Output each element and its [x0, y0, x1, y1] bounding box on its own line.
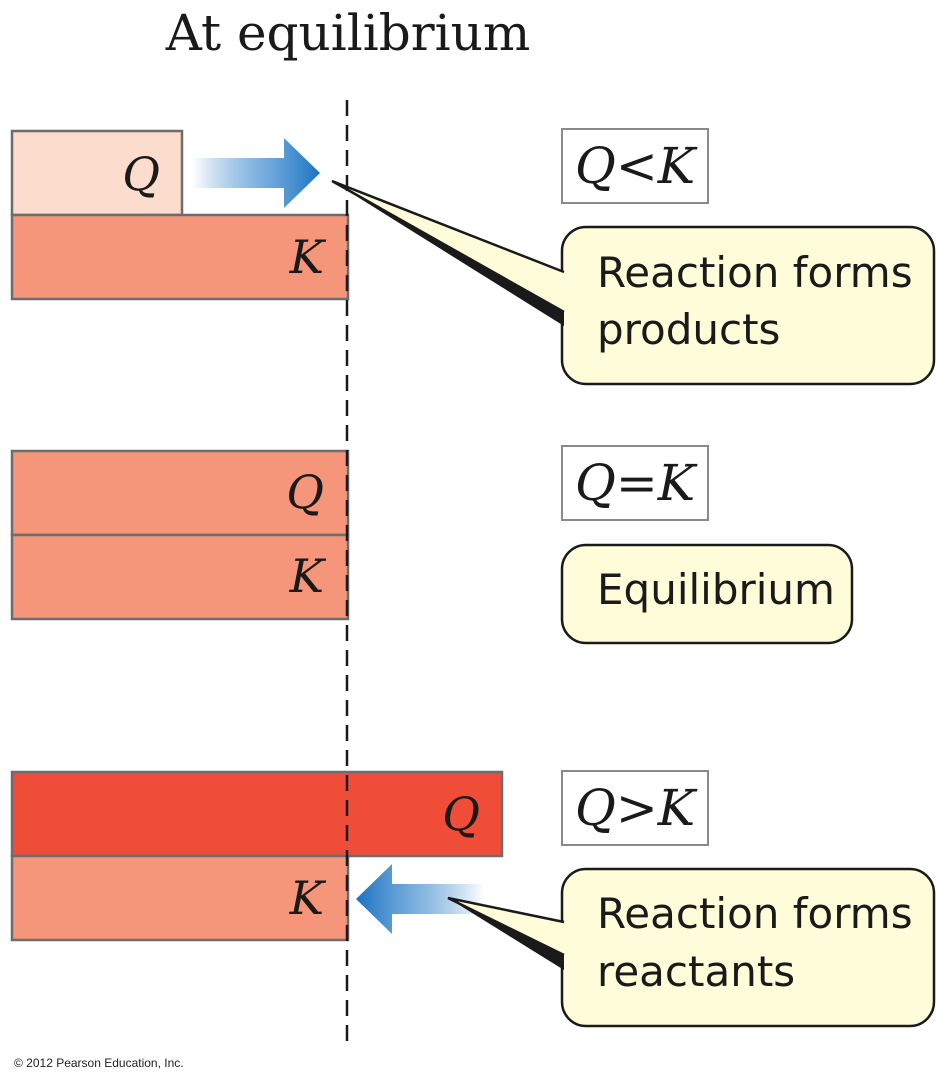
condition-text: Q=K — [575, 454, 698, 512]
k-bar-label: K — [289, 230, 327, 284]
condition-text: Q>K — [575, 779, 698, 837]
q-bar-label: Q — [122, 147, 160, 201]
k-bar — [10, 213, 350, 301]
callout-shadow — [448, 898, 564, 970]
panel-q-greater-than-k: Q K Q>K Reaction forms reactants — [10, 770, 936, 1028]
callout-line-1: Equilibrium — [597, 565, 835, 614]
condition-text: Q<K — [575, 137, 698, 195]
condition-box — [561, 770, 709, 846]
diagram-title: At equilibrium — [165, 4, 531, 62]
k-bar — [10, 533, 350, 621]
q-bar-label: Q — [286, 465, 324, 519]
condition-box — [561, 445, 709, 521]
k-bar-label: K — [289, 549, 327, 603]
callout-bubble — [560, 543, 854, 645]
panel-q-equals-k: Q K Q=K Equilibrium — [10, 445, 854, 645]
condition-box — [561, 128, 709, 204]
callout-shadow — [332, 181, 564, 326]
callout-line-1: Reaction forms — [597, 248, 913, 297]
q-bar — [10, 449, 350, 537]
callout-line-2: reactants — [597, 947, 795, 996]
q-bar-label: Q — [442, 787, 480, 841]
callout-line-2: products — [597, 305, 780, 354]
arrow-left-icon — [356, 864, 484, 934]
k-bar — [10, 854, 350, 942]
copyright: © 2012 Pearson Education, Inc. — [14, 1056, 184, 1070]
panel-q-less-than-k: Q K Q<K Reaction forms products — [10, 128, 936, 386]
arrow-right-icon — [192, 138, 320, 208]
q-bar — [10, 129, 184, 217]
q-bar — [10, 770, 504, 858]
callout-line-1: Reaction forms — [597, 889, 913, 938]
k-bar-label: K — [289, 871, 327, 925]
